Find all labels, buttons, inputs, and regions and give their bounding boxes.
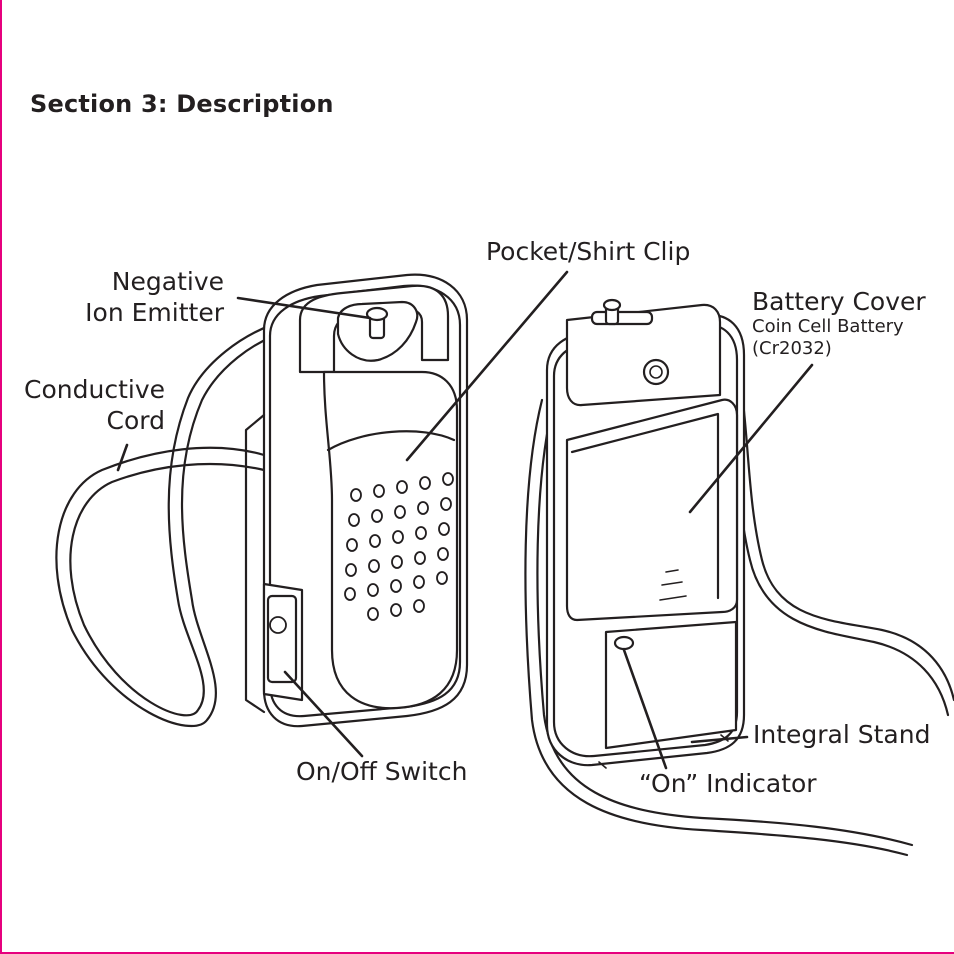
conductive-cord-left bbox=[55, 318, 294, 728]
right-device bbox=[524, 298, 954, 857]
leader-battery-cover bbox=[688, 363, 814, 514]
leader-on-indicator bbox=[622, 648, 668, 770]
leader-lines bbox=[116, 270, 814, 770]
label-battery-cover-note: Coin Cell Battery (Cr2032) bbox=[752, 316, 904, 360]
leader-conductive-cord bbox=[116, 443, 129, 472]
left-device bbox=[244, 273, 469, 728]
label-conductive-cord: Conductive Cord bbox=[20, 374, 165, 436]
leader-pocket-shirt-clip bbox=[405, 270, 569, 462]
label-on-off-switch: On/Off Switch bbox=[296, 757, 468, 786]
section-heading: Section 3: Description bbox=[30, 90, 334, 118]
label-conductive-cord-line1: Conductive bbox=[24, 375, 165, 404]
label-negative-ion-emitter-line1: Negative bbox=[111, 267, 224, 296]
label-negative-ion-emitter: Negative Ion Emitter bbox=[84, 266, 224, 328]
label-battery-cover-note-line1: Coin Cell Battery bbox=[752, 316, 904, 337]
label-pocket-shirt-clip: Pocket/Shirt Clip bbox=[486, 237, 691, 266]
leader-on-off-switch bbox=[283, 670, 364, 758]
label-battery-cover: Battery Cover bbox=[752, 287, 926, 316]
label-integral-stand: Integral Stand bbox=[753, 720, 931, 749]
leader-integral-stand bbox=[690, 735, 749, 744]
label-on-indicator: “On” Indicator bbox=[639, 769, 817, 798]
label-battery-cover-note-line2: (Cr2032) bbox=[752, 338, 832, 359]
label-conductive-cord-line2: Cord bbox=[106, 406, 165, 435]
leader-negative-ion-emitter bbox=[236, 296, 372, 320]
clip-perforations bbox=[344, 472, 454, 621]
label-negative-ion-emitter-line2: Ion Emitter bbox=[85, 298, 224, 327]
